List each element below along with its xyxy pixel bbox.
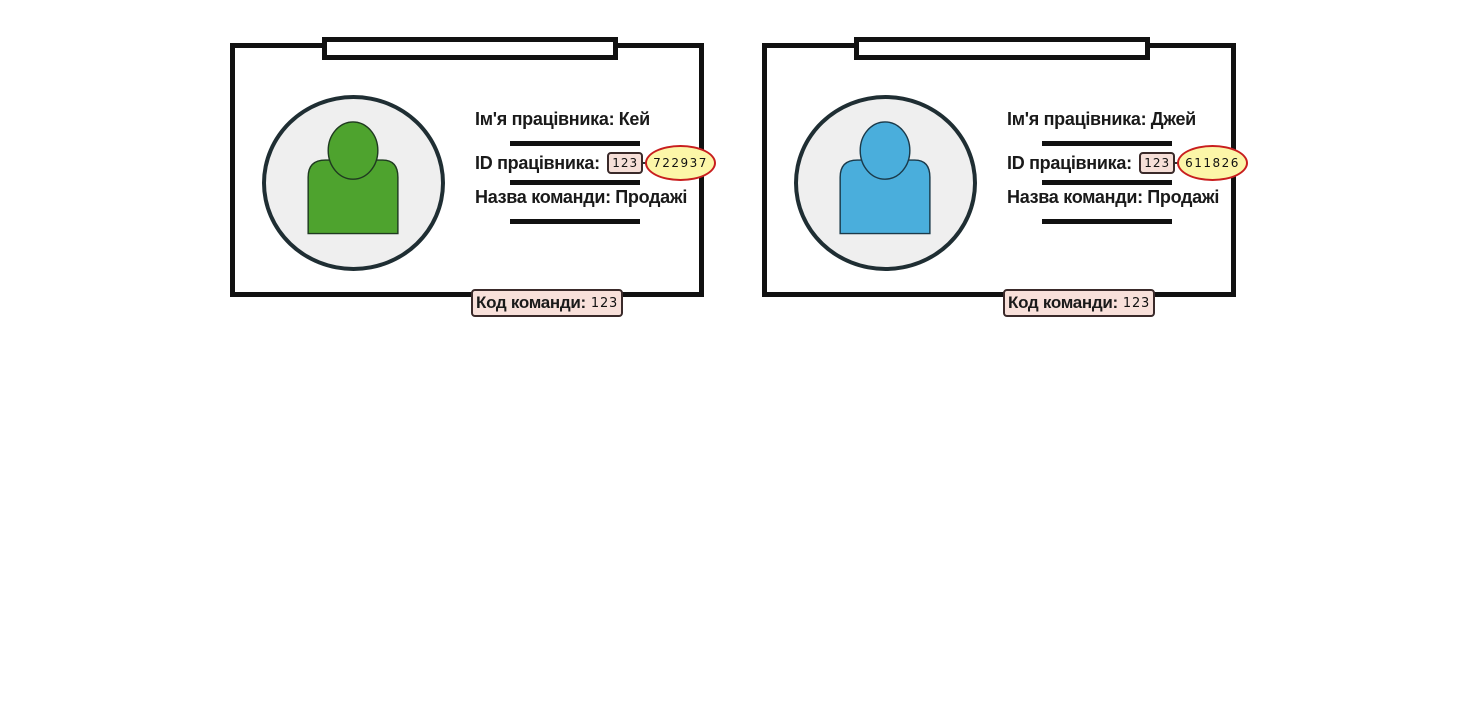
employee-name-label: Ім'я працівника: xyxy=(475,109,615,129)
team-code-label: Код команди: xyxy=(476,293,586,312)
team-name-value: Продажі xyxy=(615,187,688,207)
team-name-row: Назва команди: Продажі xyxy=(1007,186,1237,225)
divider xyxy=(510,219,640,224)
employee-info: Ім'я працівника: Кей ID працівника: 123 … xyxy=(471,108,716,317)
person-silhouette-icon xyxy=(839,121,931,235)
employee-id-label: ID працівника: xyxy=(475,153,600,174)
employee-id-row: ID працівника: 123 611826 xyxy=(1007,145,1248,186)
employee-id-row: ID працівника: 123 722937 xyxy=(475,145,716,186)
team-name-value: Продажі xyxy=(1147,187,1220,207)
avatar xyxy=(262,95,445,271)
employee-name-value: Кей xyxy=(618,109,650,129)
employee-id-value: 123 722937 xyxy=(607,145,716,181)
divider xyxy=(510,180,640,185)
avatar xyxy=(794,95,977,271)
employee-badge-card: Ім'я працівника: Джей ID працівника: 123… xyxy=(762,37,1248,317)
team-name-label: Назва команди: xyxy=(1007,187,1143,207)
divider xyxy=(1042,141,1172,146)
id-number-highlight: 611826 xyxy=(1177,145,1248,181)
avatar-head xyxy=(859,121,911,180)
employee-name-row: Ім'я працівника: Джей xyxy=(1007,108,1237,147)
divider xyxy=(1042,180,1172,185)
divider xyxy=(510,141,640,146)
employee-name-row: Ім'я працівника: Кей xyxy=(475,108,705,147)
employee-id-label: ID працівника: xyxy=(1007,153,1132,174)
employee-info: Ім'я працівника: Джей ID працівника: 123… xyxy=(1003,108,1248,317)
badge-clip-tab xyxy=(322,37,618,60)
team-name-row: Назва команди: Продажі xyxy=(475,186,705,225)
person-silhouette-icon xyxy=(307,121,399,235)
id-number-highlight: 722937 xyxy=(645,145,716,181)
avatar-head xyxy=(327,121,379,180)
id-prefix-highlight: 123 xyxy=(607,152,644,174)
badge-clip-tab xyxy=(854,37,1150,60)
employee-name-label: Ім'я працівника: xyxy=(1007,109,1147,129)
divider xyxy=(1042,219,1172,224)
employee-name-value: Джей xyxy=(1150,109,1197,129)
team-code-highlight: Код команди: 123 xyxy=(471,289,624,317)
team-code-value: 123 xyxy=(1122,295,1151,311)
team-name-label: Назва команди: xyxy=(475,187,611,207)
id-prefix-highlight: 123 xyxy=(1139,152,1176,174)
employee-id-value: 123 611826 xyxy=(1139,145,1248,181)
team-code-label: Код команди: xyxy=(1008,293,1118,312)
team-code-highlight: Код команди: 123 xyxy=(1003,289,1156,317)
employee-badge-card: Ім'я працівника: Кей ID працівника: 123 … xyxy=(230,37,716,317)
team-code-value: 123 xyxy=(590,295,619,311)
